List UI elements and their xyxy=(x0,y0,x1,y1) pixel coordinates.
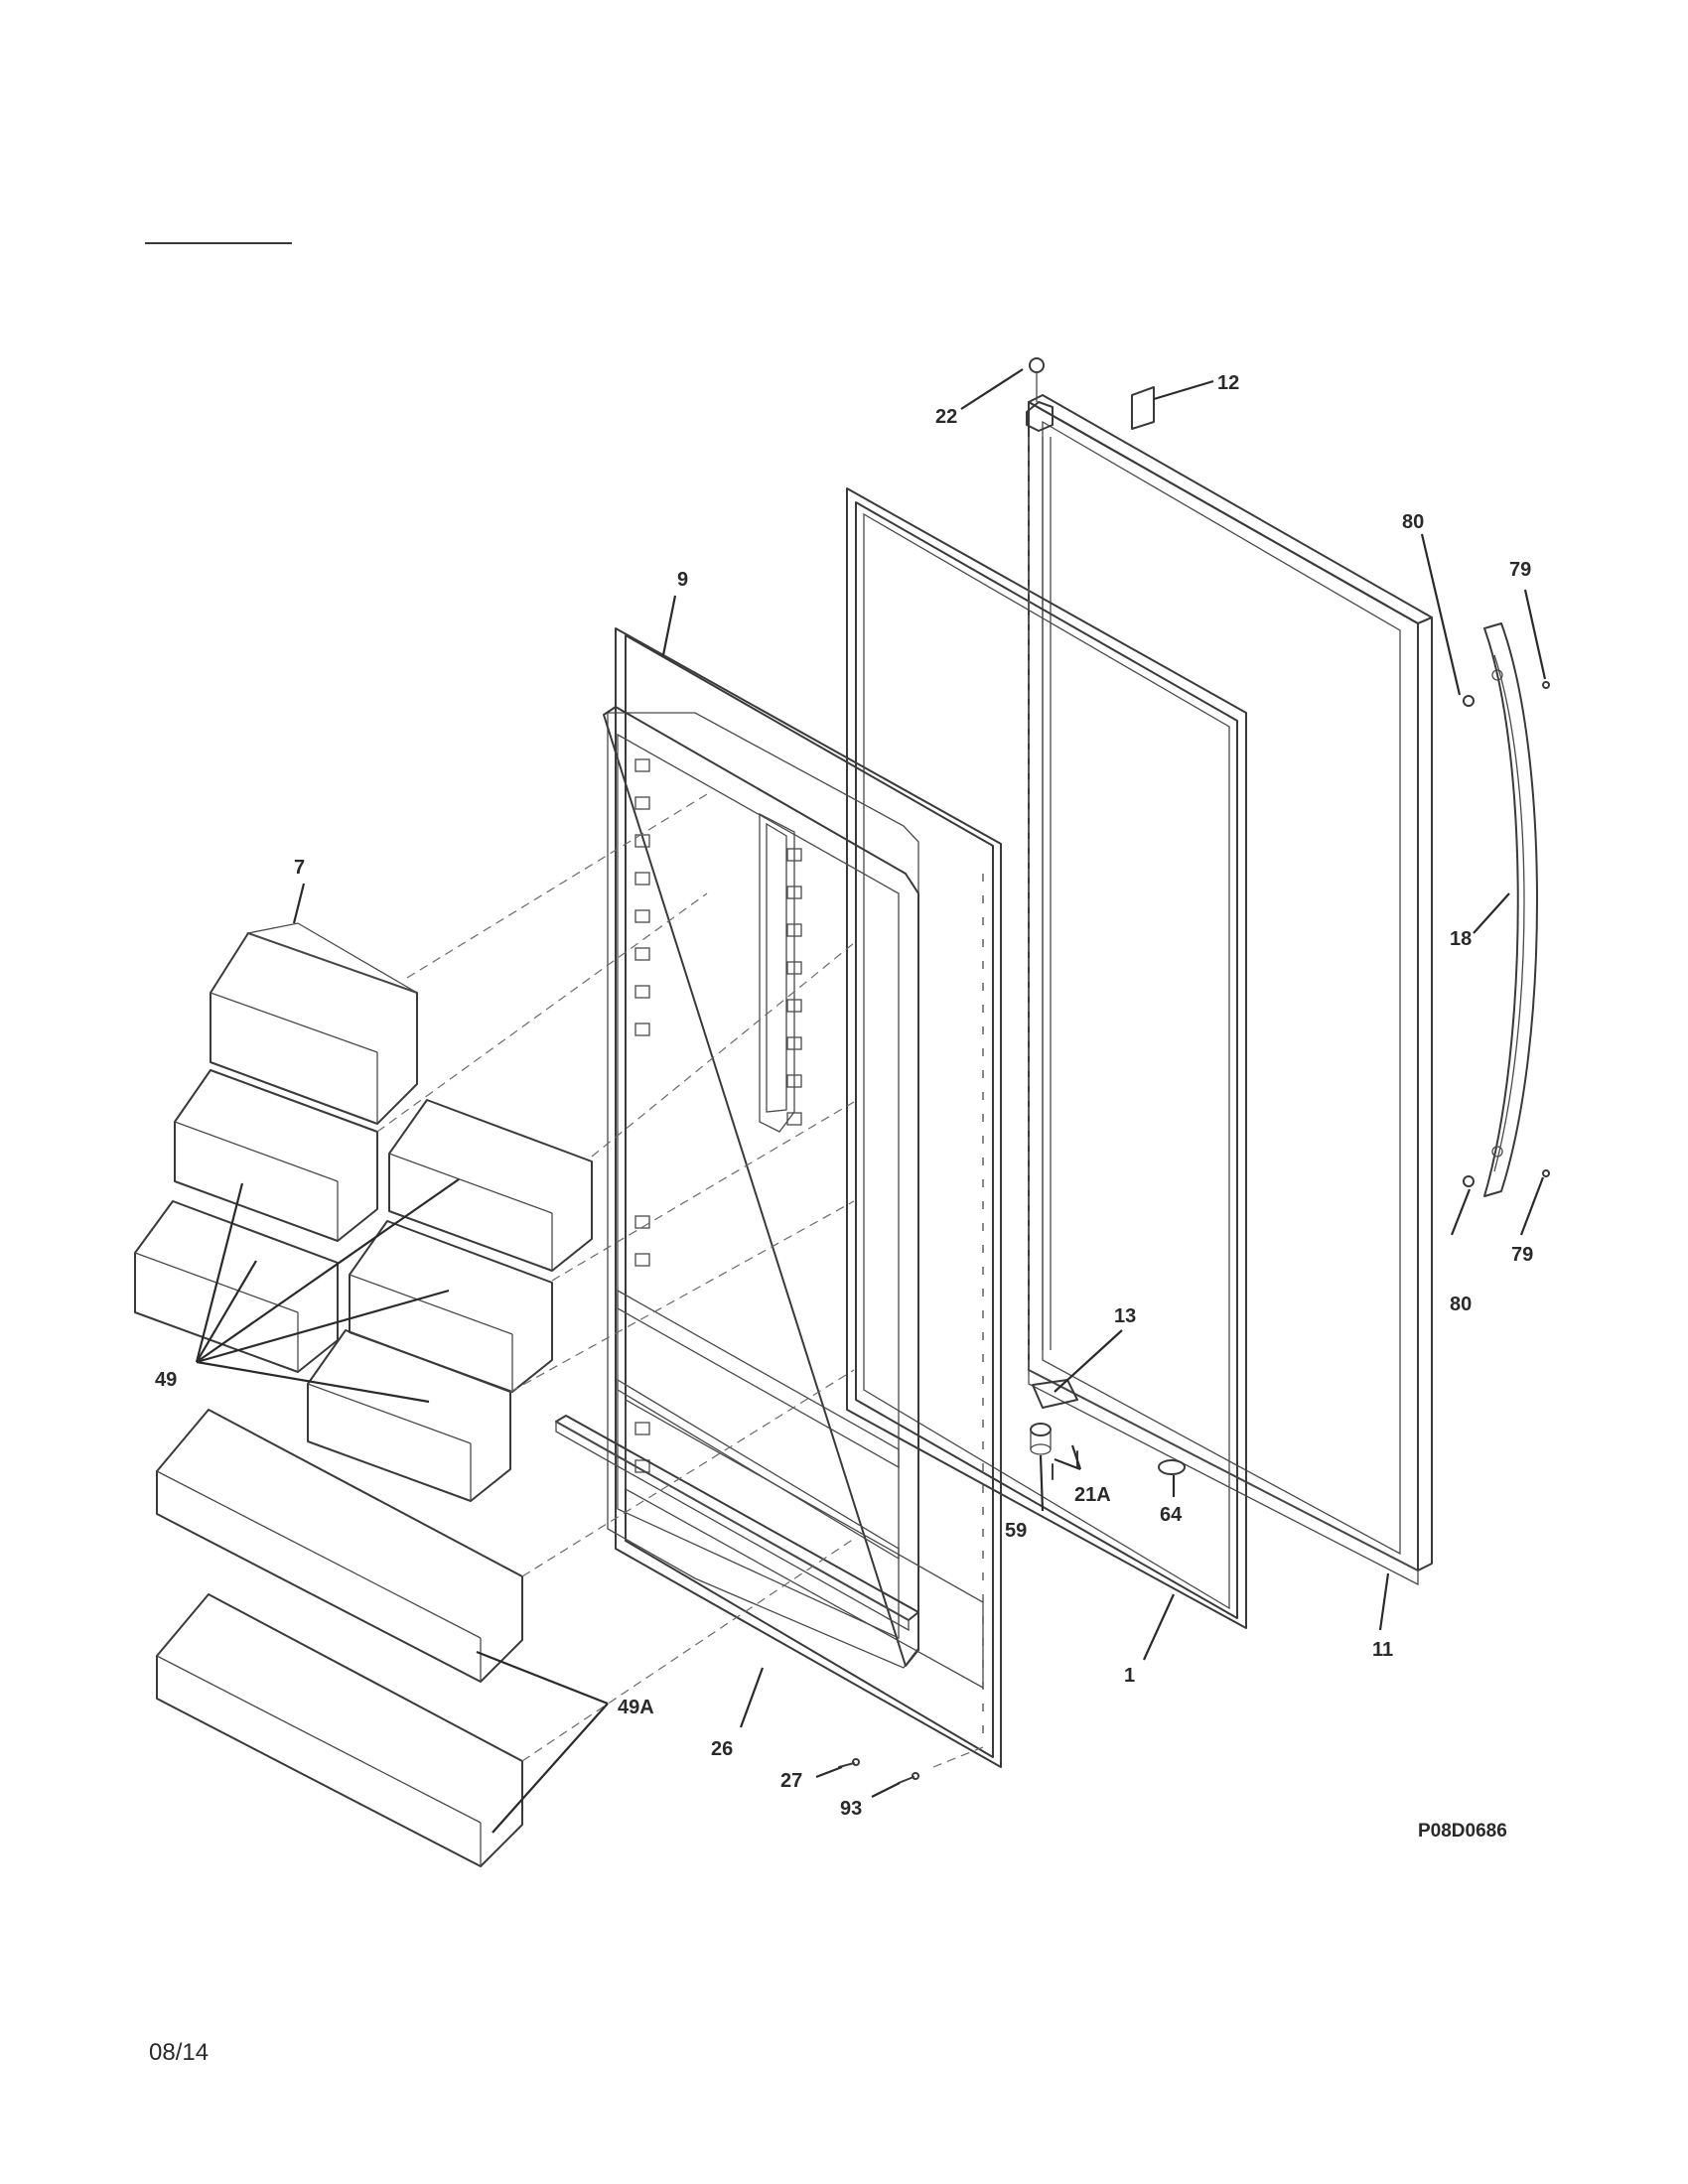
hinge-screws-21A xyxy=(1052,1450,1078,1480)
right-shelf-pegs xyxy=(786,848,802,1126)
label-tag xyxy=(1131,386,1155,430)
inner-door-liner xyxy=(603,627,1002,1768)
bottom-trim xyxy=(555,1415,919,1632)
leader-lines xyxy=(195,368,1547,1834)
part-label-49A: 49A xyxy=(618,1697,654,1718)
part-label-9: 9 xyxy=(677,569,688,591)
part-labels: 12 22 80 79 9 7 18 79 80 49 13 21A 64 59… xyxy=(155,372,1533,1820)
part-label-1: 1 xyxy=(1124,1665,1135,1687)
header-rule xyxy=(145,242,292,244)
part-label-13: 13 xyxy=(1114,1305,1136,1327)
screw-27 xyxy=(838,1758,860,1768)
part-label-11: 11 xyxy=(1372,1639,1393,1661)
plug-button-64 xyxy=(1158,1459,1186,1475)
part-label-80-top: 80 xyxy=(1402,511,1424,533)
revision-date: 08/14 xyxy=(149,2039,210,2066)
bottom-hinge-bracket xyxy=(1032,1379,1078,1409)
handle-plug-79-bottom xyxy=(1542,1169,1550,1177)
part-label-79-top: 79 xyxy=(1509,559,1531,581)
gallon-bin-49A-top xyxy=(156,1409,523,1683)
part-label-79-bottom: 79 xyxy=(1511,1244,1533,1266)
part-label-64: 64 xyxy=(1160,1504,1183,1526)
alignment-lines xyxy=(376,437,1030,1768)
dairy-bin xyxy=(210,922,418,1125)
door-gasket xyxy=(846,487,1247,1629)
part-label-26: 26 xyxy=(711,1738,733,1760)
part-label-12: 12 xyxy=(1217,372,1239,394)
part-label-59: 59 xyxy=(1005,1520,1027,1542)
screw-93 xyxy=(898,1772,919,1784)
outer-door-panel xyxy=(1028,394,1433,1586)
part-label-7: 7 xyxy=(294,857,305,879)
part-label-80-bottom: 80 xyxy=(1450,1294,1472,1315)
part-label-49: 49 xyxy=(155,1369,177,1391)
top-hinge-pin xyxy=(1026,357,1054,432)
part-label-22: 22 xyxy=(935,406,957,428)
handle-screw-80-bottom xyxy=(1463,1175,1475,1187)
part-label-18: 18 xyxy=(1450,928,1472,950)
gallon-bin-49A-bottom xyxy=(156,1593,523,1867)
part-label-27: 27 xyxy=(780,1770,802,1792)
door-handle xyxy=(1483,622,1538,1197)
door-bin-49-e xyxy=(307,1329,511,1502)
handle-screw-80-top xyxy=(1463,695,1475,707)
door-bin-49-b xyxy=(388,1099,593,1272)
door-bin-49-a xyxy=(174,1069,378,1242)
part-label-93: 93 xyxy=(840,1798,862,1820)
handle-plug-79-top xyxy=(1542,681,1550,689)
left-shelf-pegs xyxy=(634,758,650,1473)
part-label-21A: 21A xyxy=(1074,1484,1111,1506)
door-bin-49-c xyxy=(134,1200,339,1373)
drawing-code: P08D0686 xyxy=(1418,1821,1507,1842)
hinge-bushing xyxy=(1030,1423,1052,1455)
door-bin-49-d xyxy=(349,1220,553,1393)
